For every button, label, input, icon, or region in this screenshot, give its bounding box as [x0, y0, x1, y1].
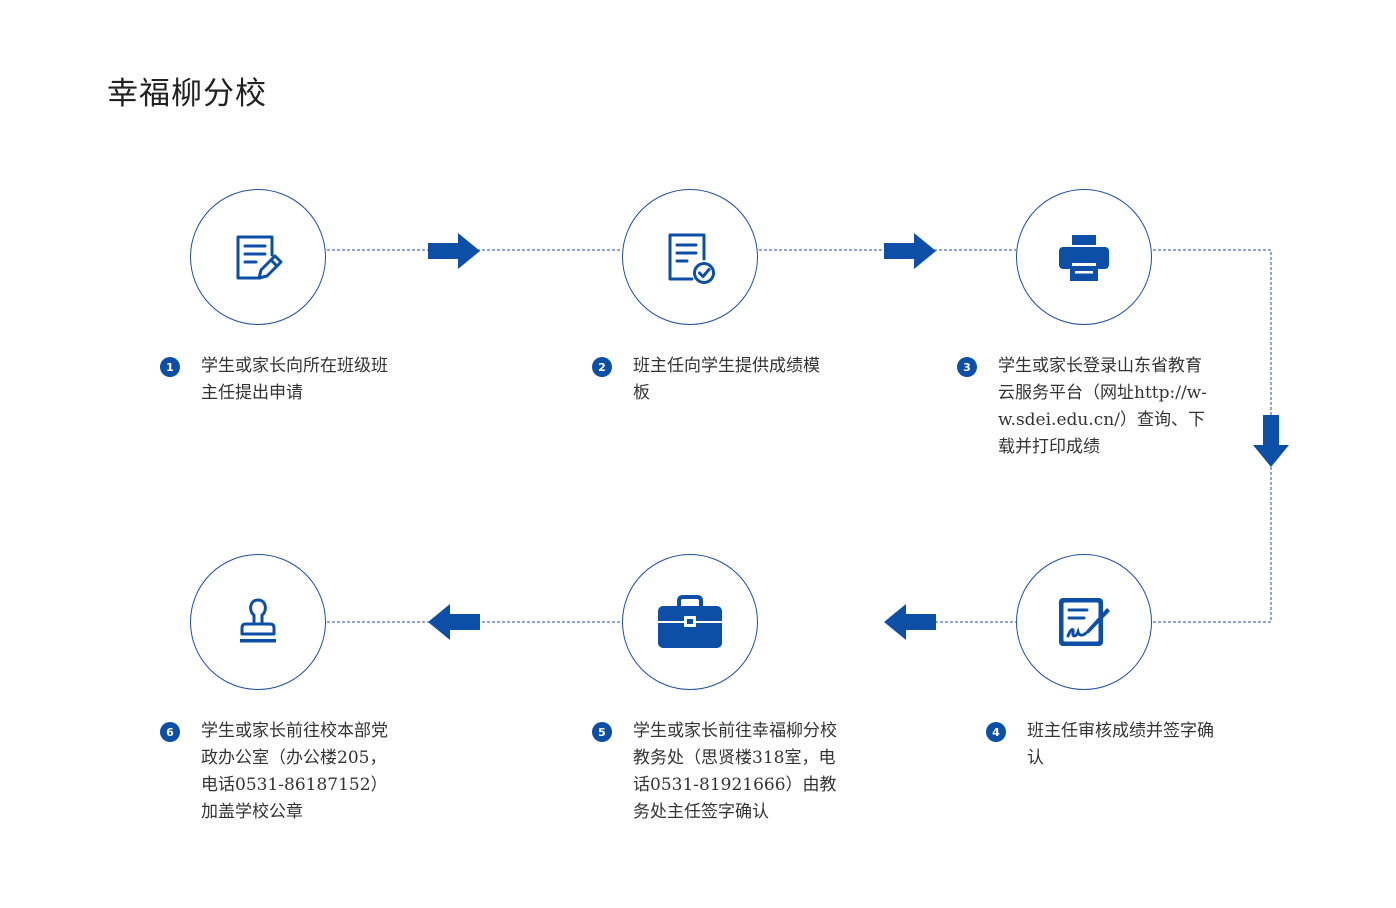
step-description: 学生或家长向所在班级班主任提出申请	[201, 356, 388, 403]
step-number-badge: 6	[160, 722, 180, 742]
step-1-circle	[190, 189, 326, 325]
arrow-right-icon	[428, 233, 480, 269]
page-title: 幸福柳分校	[107, 76, 267, 112]
step-6-circle	[190, 554, 326, 690]
step-3-circle	[1016, 189, 1152, 325]
step-3-caption: 3 学生或家长登录山东省教育云服务平台（网址http://w-w.sdei.ed…	[957, 353, 1217, 461]
step-number-badge: 1	[160, 357, 180, 377]
step-4-circle	[1016, 554, 1152, 690]
step-2-caption: 2 班主任向学生提供成绩模板	[592, 353, 827, 407]
step-2-circle	[622, 189, 758, 325]
sign-document-icon	[1059, 598, 1110, 646]
step-4-caption: 4 班主任审核成绩并签字确认	[986, 718, 1221, 772]
edit-document-icon	[236, 235, 283, 280]
arrow-left-icon	[428, 604, 480, 640]
stamp-icon	[240, 598, 276, 643]
arrow-down-icon	[1253, 415, 1289, 467]
arrow-right-icon	[884, 233, 936, 269]
printer-icon	[1059, 235, 1109, 281]
arrow-left-icon	[884, 604, 936, 640]
step-description: 学生或家长前往校本部党政办公室（办公楼205，电话0531-86187152）加…	[201, 721, 388, 822]
step-description: 班主任审核成绩并签字确认	[1027, 721, 1214, 768]
step-number-badge: 4	[986, 722, 1006, 742]
step-5-circle	[622, 554, 758, 690]
step-1-caption: 1 学生或家长向所在班级班主任提出申请	[160, 353, 395, 407]
step-description: 学生或家长前往幸福柳分校教务处（思贤楼318室，电话0531-81921666）…	[633, 721, 837, 822]
step-number-badge: 5	[592, 722, 612, 742]
step-number-badge: 3	[957, 357, 977, 377]
step-6-caption: 6 学生或家长前往校本部党政办公室（办公楼205，电话0531-86187152…	[160, 718, 400, 826]
briefcase-icon	[658, 595, 722, 648]
step-number-badge: 2	[592, 357, 612, 377]
step-description: 班主任向学生提供成绩模板	[633, 356, 820, 403]
step-5-caption: 5 学生或家长前往幸福柳分校教务处（思贤楼318室，电话0531-8192166…	[592, 718, 837, 826]
step-description: 学生或家长登录山东省教育云服务平台（网址http://w-w.sdei.edu.…	[998, 356, 1207, 457]
document-check-icon	[668, 233, 715, 284]
